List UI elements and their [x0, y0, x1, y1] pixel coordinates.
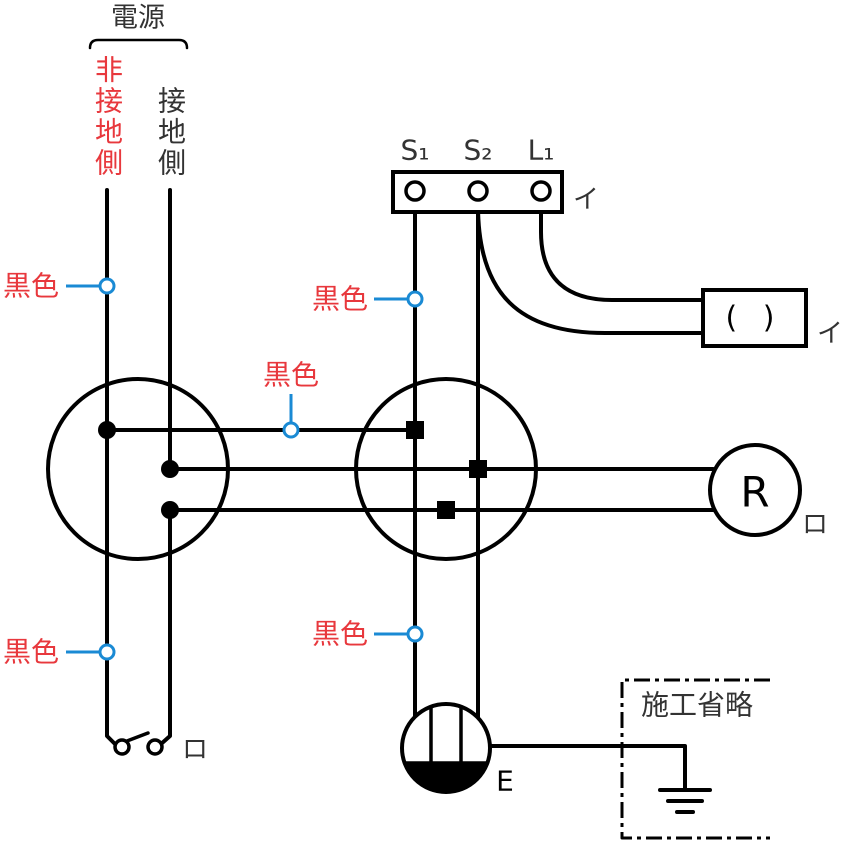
- connection-square: [406, 421, 424, 439]
- power-source-title: 電源: [111, 3, 165, 34]
- omitted-construction-boundary: [620, 678, 770, 840]
- connection-dot: [161, 460, 179, 478]
- connection-square: [437, 501, 455, 519]
- connection-dot: [161, 501, 179, 519]
- wire-color-marker: [98, 277, 116, 295]
- wire-color-label-s1-lower: 黒色: [312, 618, 368, 651]
- earth-wire: [488, 744, 687, 792]
- non-grounded-feed-wire: [105, 188, 117, 746]
- terminal-l1: [530, 180, 552, 202]
- earthed-outlet-earth-pole: [404, 763, 488, 793]
- lamp-box: [701, 288, 808, 348]
- outlet-earth-label: E: [496, 765, 514, 798]
- lamp-symbol: ( ): [726, 301, 783, 336]
- wire-color-label-s1-upper: 黒色: [312, 283, 368, 316]
- grounded-side-label: 接地側: [154, 86, 187, 179]
- l1-to-lamp-wire: [539, 198, 705, 302]
- terminal-label-l1: L₁: [528, 134, 555, 167]
- wire-color-marker: [406, 290, 424, 308]
- connection-square: [469, 460, 487, 478]
- terminal-s2: [467, 180, 489, 202]
- switch-box-label: イ: [573, 185, 599, 215]
- terminal-s1: [404, 180, 426, 202]
- wire-color-label-jumper: 黒色: [263, 359, 319, 392]
- wire-color-marker: [282, 421, 300, 439]
- switch-blade: [125, 731, 150, 743]
- receptacle-r-circle: [708, 443, 802, 537]
- s2-to-lamp-wire: [476, 203, 705, 335]
- switch-contact-right: [146, 738, 164, 756]
- non-grounded-side-label: 非接地側: [91, 55, 124, 179]
- terminal-label-s2: S₂: [464, 134, 493, 167]
- power-source-brace: [88, 38, 189, 50]
- wire-color-marker: [98, 643, 116, 661]
- terminal-label-s1: S₁: [401, 134, 430, 167]
- switch-return-wire: [159, 508, 172, 746]
- lamp-label: イ: [817, 319, 843, 349]
- wire-color-label-left-upper: 黒色: [3, 270, 59, 303]
- connection-dot: [98, 421, 116, 439]
- switch-ro-label: ロ: [182, 735, 208, 765]
- omitted-construction-note: 施工省略: [641, 689, 753, 722]
- receptacle-r-symbol: R: [740, 468, 769, 517]
- receptacle-r-label: ロ: [802, 510, 828, 540]
- wire-color-marker: [406, 625, 424, 643]
- switch-contact-left: [113, 738, 131, 756]
- wire-color-label-left-lower: 黒色: [3, 636, 59, 669]
